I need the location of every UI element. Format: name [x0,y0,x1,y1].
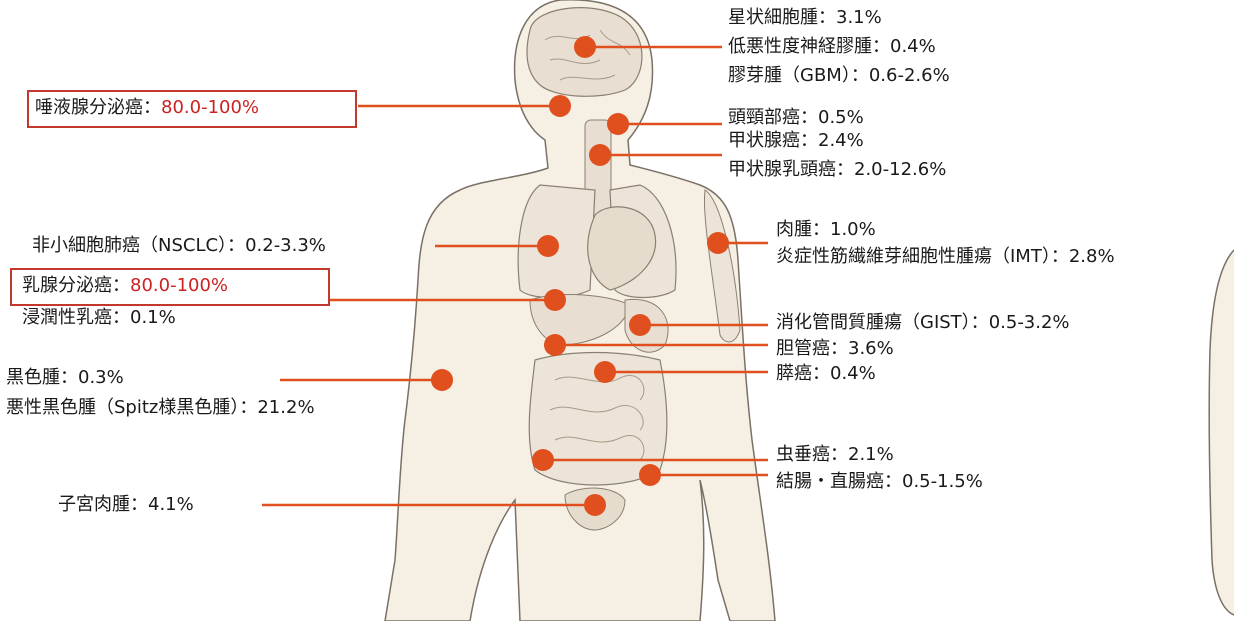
label-bile-duct: 胆管癌：3.6% [776,337,894,361]
marker-brain [574,36,596,58]
marker-skin [431,369,453,391]
label-uterine-sarcoma: 子宮肉腫：4.1% [58,493,194,517]
label-appendix: 虫垂癌：2.1% [776,443,894,467]
label-low-grade-glioma: 低悪性度神経膠腫：0.4% [728,35,936,59]
marker-lung [537,235,559,257]
marker-appendix [532,449,554,471]
marker-head-neck [607,113,629,135]
marker-pancreas [594,361,616,383]
label-papillary-thyroid: 甲状腺乳頭癌：2.0-12.6% [728,158,946,182]
marker-thyroid [589,144,611,166]
marker-uterus [584,494,606,516]
label-gist: 消化管間質腫瘍（GIST）：0.5-3.2% [776,311,1070,335]
label-sarcoma: 肉腫：1.0% [776,218,876,242]
label-imt: 炎症性筋繊維芽細胞性腫瘍（IMT）：2.8% [776,245,1115,269]
marker-breast [544,289,566,311]
label-astrocytoma: 星状細胞腫：3.1% [728,6,882,30]
label-colorectal: 結腸・直腸癌：0.5-1.5% [776,470,983,494]
marker-colon [639,464,661,486]
label-invasive-breast: 浸潤性乳癌：0.1% [22,306,176,330]
label-pancreas: 膵癌：0.4% [776,362,876,386]
marker-liver [544,334,566,356]
label-thyroid: 甲状腺癌：2.4% [728,129,864,153]
label-head-neck: 頭頸部癌：0.5% [728,106,864,130]
label-salivary: 唾液腺分泌癌：80.0-100% [35,96,259,120]
label-melanoma: 黒色腫：0.3% [6,366,124,390]
label-glioblastoma: 膠芽腫（GBM）：0.6-2.6% [728,64,950,88]
marker-salivary [549,95,571,117]
label-spitz-melanoma: 悪性黒色腫（Spitz様黒色腫）：21.2% [6,396,315,420]
partial-figure-right [1209,250,1234,615]
marker-arm [707,232,729,254]
label-breast-secretory: 乳腺分泌癌：80.0-100% [22,274,228,298]
label-nsclc: 非小細胞肺癌（NSCLC）：0.2-3.3% [32,234,326,258]
marker-stomach [629,314,651,336]
